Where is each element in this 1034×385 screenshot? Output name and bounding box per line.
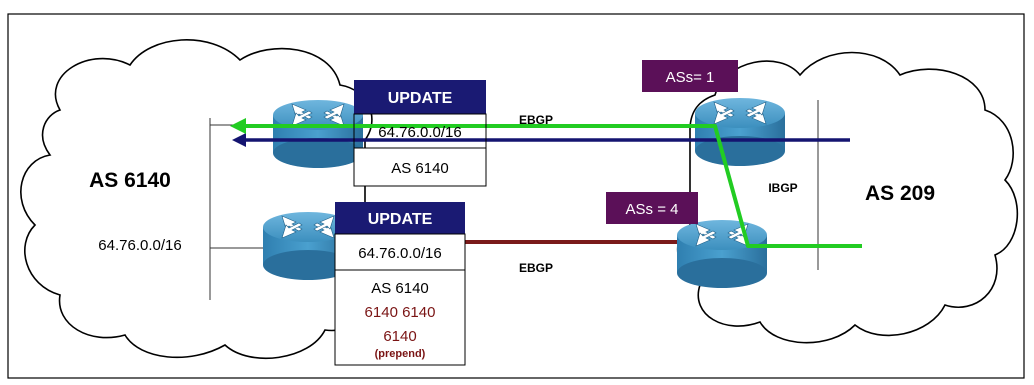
update-top-title: UPDATE (388, 90, 453, 107)
update-bottom-header (335, 202, 465, 234)
as-count-bottom: ASs = 4 (626, 201, 679, 218)
update-bottom-prepend-note: (prepend) (375, 348, 426, 360)
update-box-bottom: UPDATE 64.76.0.0/16 AS 6140 6140 6140 61… (334, 202, 466, 366)
update-top-prefix: 64.76.0.0/16 (378, 124, 461, 141)
update-bottom-prepend-line1: 6140 6140 (365, 304, 436, 321)
router-left-top (272, 99, 364, 169)
ibgp-label: IBGP (768, 181, 797, 195)
update-bottom-path-cell (334, 269, 466, 366)
ebgp-top-label: EBGP (519, 113, 553, 127)
left-as-name: AS 6140 (89, 169, 171, 192)
green-path-line (240, 124, 862, 248)
update-top-header (354, 80, 486, 114)
as-count-top-box: ASs= 1 (642, 60, 738, 92)
green-path-arrowhead (230, 118, 246, 134)
update-bottom-prefix: 64.76.0.0/16 (358, 245, 441, 262)
update-bottom-prepend-line2: 6140 (383, 328, 416, 345)
update-bottom-path: AS 6140 (371, 280, 429, 297)
update-box-top: UPDATE 64.76.0.0/16 AS 6140 (353, 80, 487, 187)
as-count-bottom-box: ASs = 4 (606, 192, 698, 224)
ebgp-bottom-label: EBGP (519, 261, 553, 275)
update-top-path: AS 6140 (391, 160, 449, 177)
update-bottom-prefix-cell (334, 233, 466, 271)
left-as-prefix: 64.76.0.0/16 (98, 237, 181, 254)
update-top-path-cell (353, 147, 487, 187)
right-as-name: AS 209 (865, 182, 935, 205)
update-bottom-title: UPDATE (368, 211, 433, 228)
right-cloud-as209 (676, 51, 1019, 344)
router-right-bottom (676, 219, 768, 289)
as-count-top: ASs= 1 (666, 69, 715, 86)
router-right-top (694, 97, 786, 167)
left-cloud-as6140 (20, 39, 373, 360)
blue-path-arrowhead (232, 133, 246, 147)
